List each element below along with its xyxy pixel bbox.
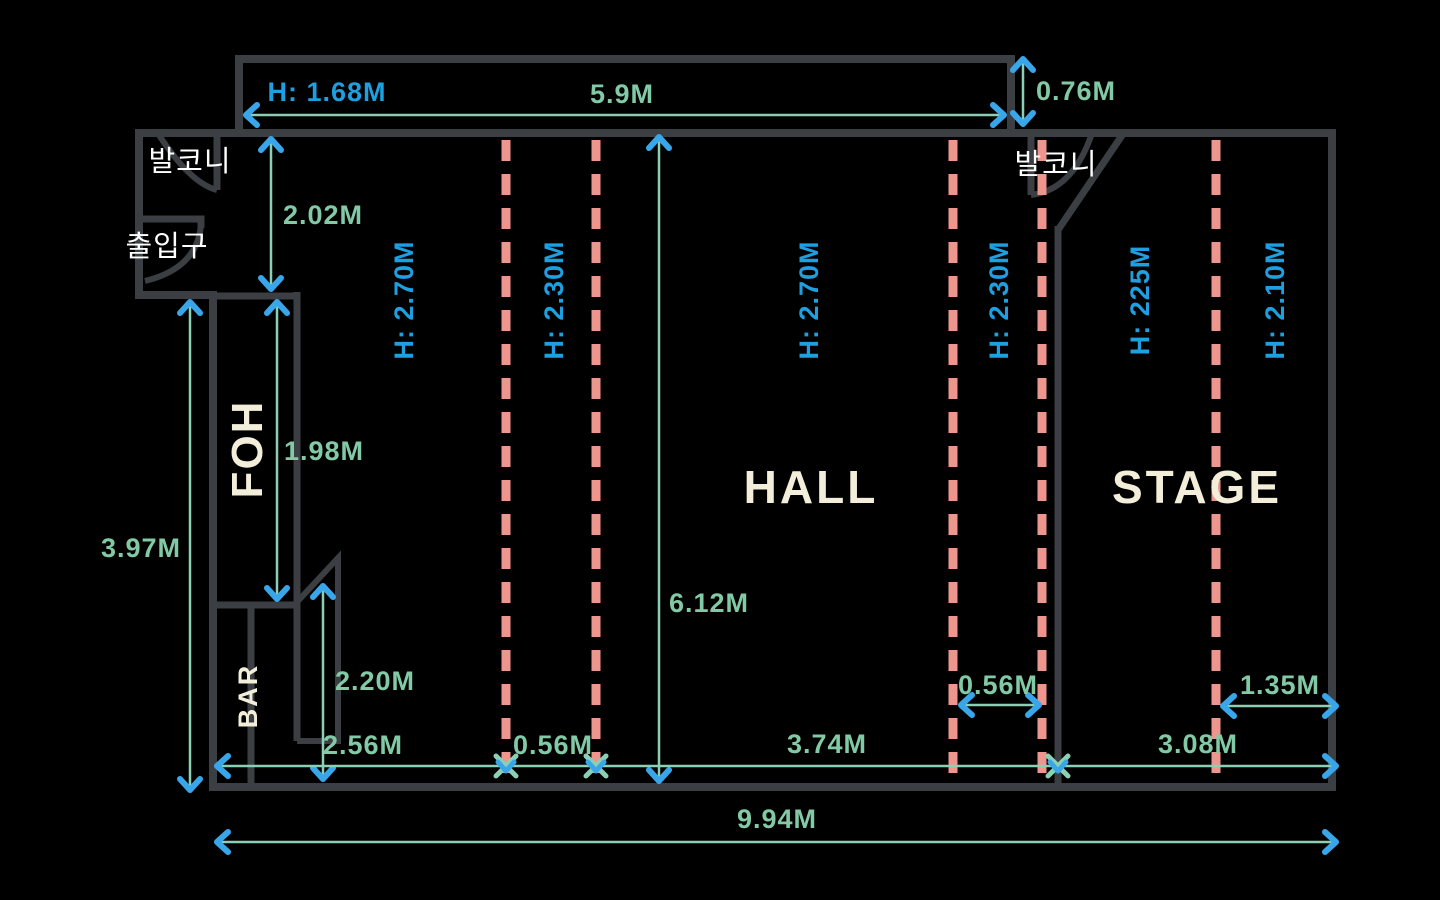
height-label-foh-zone: H: 2.70M: [389, 240, 419, 359]
entrance-door-arc: [144, 223, 204, 284]
height-label-hall-zone: H: 2.70M: [794, 240, 824, 359]
dim-label-right-break-gap: 0.56M: [958, 670, 1038, 700]
dim-upper-left-depth: 2.02M: [258, 136, 363, 292]
room-label-stage: STAGE: [1112, 461, 1282, 513]
dim-break-marker-2: [583, 753, 609, 779]
dim-label-upper-left-depth: 2.02M: [283, 200, 363, 230]
room-label-bar: BAR: [233, 664, 263, 729]
dim-label-bottom-hall-span: 3.74M: [787, 729, 867, 759]
diagonal-wall: [1055, 129, 1128, 232]
dim-label-total-width: 9.94M: [737, 804, 817, 834]
dim-label-hall-depth: 6.12M: [669, 588, 749, 618]
dim-left-side-height: 3.97M: [101, 299, 203, 793]
dim-right-break-gap: 0.56M: [958, 670, 1042, 718]
dim-label-corridor-depth: 0.76M: [1036, 76, 1116, 106]
dim-label-bottom-stage-span: 3.08M: [1158, 729, 1238, 759]
area-label-balcony-right: 발코니: [1014, 149, 1097, 181]
height-label-stage-right-zone: H: 2.10M: [1260, 240, 1290, 359]
dim-break-marker-3: [1045, 753, 1071, 779]
area-label-balcony-left: 발코니: [148, 146, 231, 178]
corridor-wall: [235, 55, 1015, 129]
dim-label-ramp-length: 2.20M: [335, 666, 415, 696]
area-label-entrance: 출입구: [125, 230, 208, 263]
outer-wall: [135, 129, 1336, 791]
dim-ramp-length: 2.20M: [310, 583, 415, 782]
height-label-stage-left-zone: H: 225M: [1125, 245, 1155, 356]
dim-stage-right-span: 1.35M: [1220, 670, 1339, 719]
entrance-lintel-wall: [135, 215, 205, 228]
dim-hall-depth: 6.12M: [646, 134, 749, 784]
stair-ramp: [294, 550, 341, 744]
height-label-hall-right-zone: H: 2.30M: [984, 240, 1014, 359]
dim-bottom-row: 2.56M 0.56M 3.74M 3.08M: [214, 729, 1339, 779]
dim-total-width: 9.94M: [214, 804, 1339, 855]
balcony-left-door-arc: [156, 133, 218, 193]
height-label-left-break-zone: H: 2.30M: [539, 240, 569, 359]
dim-label-stage-right-span: 1.35M: [1240, 670, 1320, 700]
dim-label-corridor-width: 5.9M: [590, 79, 654, 109]
room-label-foh: FOH: [223, 400, 272, 499]
dim-corridor-width: H: 1.68M 5.9M: [243, 77, 1007, 128]
dim-label-left-side-height: 3.97M: [101, 533, 181, 563]
height-label-corridor: H: 1.68M: [267, 77, 386, 107]
dim-label-bottom-foh-span: 2.56M: [323, 730, 403, 760]
dim-foh-length: 1.98M: [264, 299, 364, 602]
dim-label-left-break-gap: 0.56M: [513, 730, 593, 760]
dim-break-marker-1: [493, 753, 519, 779]
dim-corridor-depth: 0.76M: [1010, 56, 1116, 127]
dim-label-foh-length: 1.98M: [284, 436, 364, 466]
room-label-hall: HALL: [744, 461, 879, 513]
